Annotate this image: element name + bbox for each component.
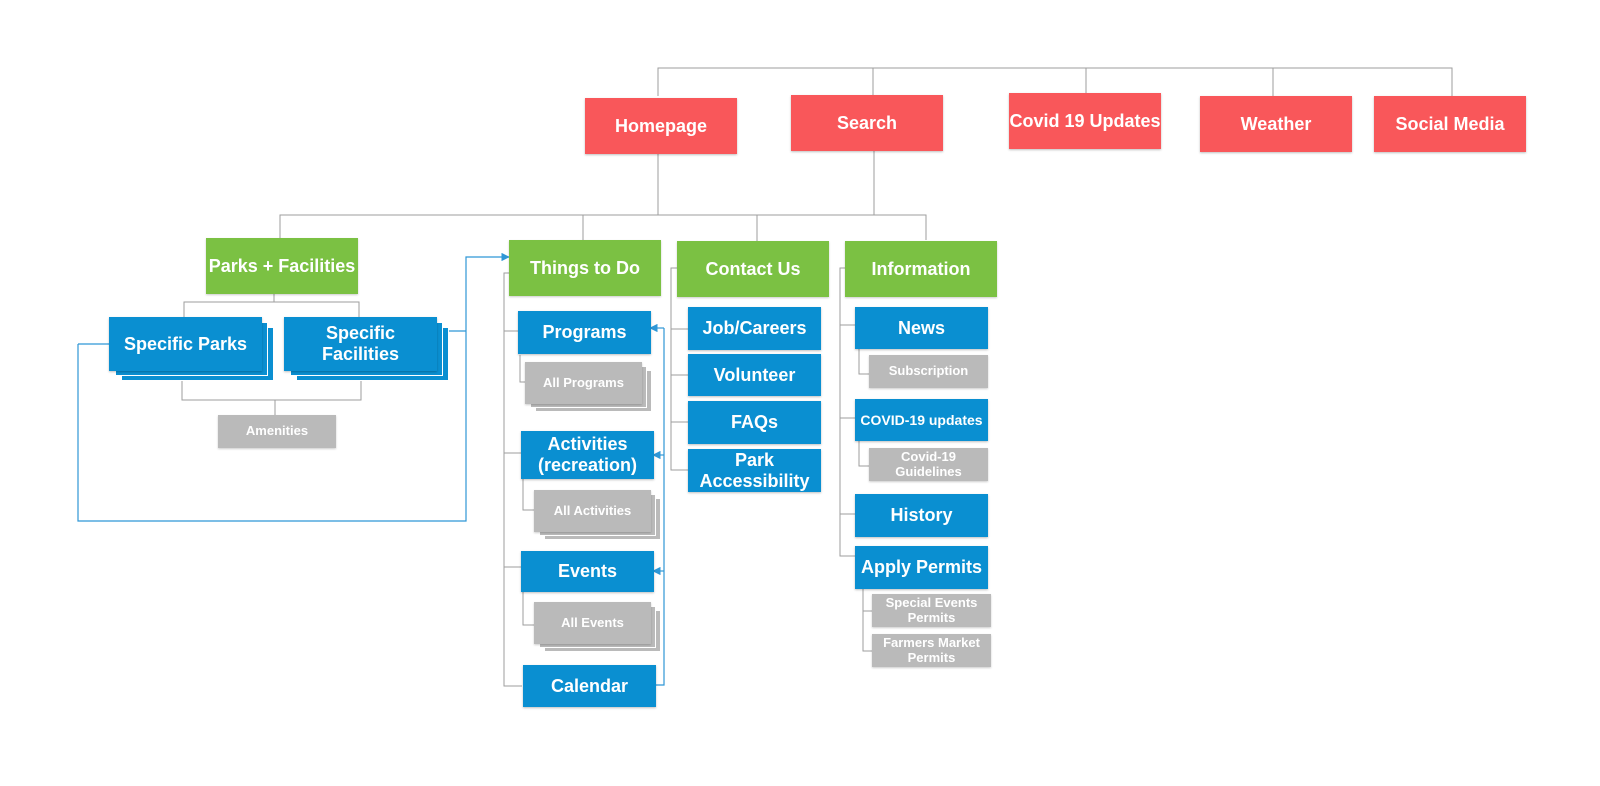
subscription-node: Subscription <box>869 355 988 388</box>
all-programs-stack: All Programs <box>525 362 652 412</box>
search-node: Search <box>791 95 943 151</box>
parks-facilities-node: Parks + Facilities <box>206 238 358 294</box>
parks-facilities-connector <box>274 301 360 317</box>
activities-sub-connector <box>522 479 534 511</box>
information-node: Information <box>845 241 997 297</box>
calendar-cross-link-spine <box>656 328 665 686</box>
social-media-node: Social Media <box>1374 96 1526 152</box>
amenities-node: Amenities <box>218 415 336 448</box>
specific-parks-stack: Specific Parks <box>109 317 274 381</box>
things-to-do-node: Things to Do <box>509 240 661 296</box>
amenities-connector <box>181 381 362 401</box>
special-events-permits-node: Special Events Permits <box>872 594 991 627</box>
specific-parks-node: Specific Parks <box>109 317 262 371</box>
weather-node: Weather <box>1200 96 1352 152</box>
job-careers-node: Job/Careers <box>688 307 821 350</box>
covid-19-guidelines-node: Covid-19 Guidelines <box>869 448 988 481</box>
faqs-node: FAQs <box>688 401 821 444</box>
all-events-stack: All Events <box>534 602 661 652</box>
events-node: Events <box>521 551 654 592</box>
programs-node: Programs <box>518 311 651 354</box>
activities-node: Activities (recreation) <box>521 431 654 479</box>
all-activities-node: All Activities <box>534 490 651 532</box>
volunteer-node: Volunteer <box>688 354 821 396</box>
news-node: News <box>855 307 988 349</box>
contact-tree-spine <box>670 267 688 471</box>
info-tree-spine <box>839 267 855 557</box>
events-sub-connector <box>522 591 534 626</box>
programs-sub-connector <box>519 355 525 383</box>
specific-facilities-stack: Specific Facilities <box>284 317 449 381</box>
covid-guidelines-connector <box>858 441 869 467</box>
calendar-node: Calendar <box>523 665 656 707</box>
all-programs-node: All Programs <box>525 362 642 404</box>
homepage-node: Homepage <box>585 98 737 154</box>
contact-us-node: Contact Us <box>677 241 829 297</box>
parks-children-connector <box>183 294 275 317</box>
all-events-node: All Events <box>534 602 651 644</box>
history-node: History <box>855 494 988 537</box>
things-tree-spine <box>503 272 522 687</box>
specific-facilities-node: Specific Facilities <box>284 317 437 371</box>
subscription-connector <box>858 349 869 375</box>
park-accessibility-node: Park Accessibility <box>688 449 821 492</box>
apply-permits-node: Apply Permits <box>855 546 988 589</box>
parks-to-things-cross-link <box>77 252 510 522</box>
farmers-market-permits-node: Farmers Market Permits <box>872 634 991 667</box>
covid-updates-node: Covid 19 Updates <box>1009 93 1161 149</box>
covid-19-updates-node: COVID-19 updates <box>855 399 988 441</box>
all-activities-stack: All Activities <box>534 490 661 540</box>
top-bar-connector <box>657 67 1453 96</box>
section-bar-connector <box>279 214 927 240</box>
permits-sub-connector <box>862 589 872 652</box>
